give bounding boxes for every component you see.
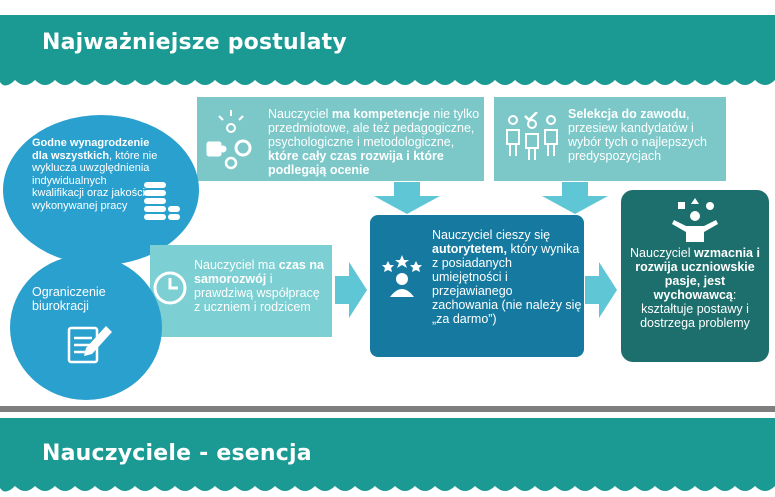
right-arrow-middle [335,262,367,318]
competence-text: Nauczyciel ma kompetencje nie tylko prze… [268,107,480,177]
footer-wave [0,480,775,492]
time-pre: Nauczyciel ma [194,258,279,272]
time-box [150,245,332,337]
competence-pre: Nauczyciel [268,107,332,121]
down-arrow-right [542,182,608,214]
document-pen-icon [67,326,112,364]
down-arrow-left [374,182,440,214]
pay-text: Godne wynagrodzenie dla wszystkich, któr… [32,137,160,212]
clock-icon [153,271,187,305]
authority-rest: który wynika z posiadanych umiejętności … [432,242,582,326]
final-text: Nauczyciel wzmacnia i rozwija uczniowski… [627,246,763,330]
selection-bold: Selekcja do zawodu [568,107,687,121]
section-title: Nauczyciele - esencja [42,441,312,466]
right-arrow-right [585,262,617,318]
competence-box [197,97,484,181]
bureaucracy-text: Ograniczenie biurokracji [32,285,106,313]
person-shapes-icon [672,198,718,242]
puzzle-gears-icon [206,110,252,170]
authority-bold: autorytetem, [432,242,508,256]
authority-box [370,215,584,357]
final-pre: Nauczyciel [630,246,694,260]
selection-box [494,97,726,181]
footer-band [0,418,775,480]
people-check-icon [506,112,558,160]
selection-text: Selekcja do zawodu, przesiew kandydatów … [568,107,718,163]
selection-rest: , przesiew kandydatów i wybór tych o naj… [568,107,707,163]
pay-circle [3,115,199,265]
authority-text: Nauczyciel cieszy się autorytetem, który… [432,228,582,326]
time-rest: i prawdziwą współpracę z uczniem i rodzi… [194,272,320,314]
section-divider [0,406,775,412]
time-text: Nauczyciel ma czas na samorozwój i prawd… [194,258,328,314]
stars-person-icon [382,255,422,297]
header-band [0,15,775,75]
authority-pre: Nauczyciel cieszy się [432,228,551,242]
competence-bold2: które cały czas rozwija i które podlegaj… [268,149,444,177]
competence-bold1: ma kompetencje [331,107,430,121]
header-wave [0,74,775,86]
coins-icon [144,182,180,220]
time-bold: czas na samorozwój [194,258,324,286]
pay-rest: , które nie wyklucza uwzględnienia indyw… [32,149,158,212]
pay-bold: Godne wynagrodzenie dla wszystkich [32,137,150,162]
competence-mid: nie tylko przedmiotowe, ale też pedagogi… [268,107,480,149]
final-bold: wzmacnia i rozwija uczniowskie pasje, je… [635,246,760,302]
final-rest: : kształtuje postawy i dostrzega problem… [640,288,750,330]
page-title: Najważniejsze postulaty [42,30,347,55]
